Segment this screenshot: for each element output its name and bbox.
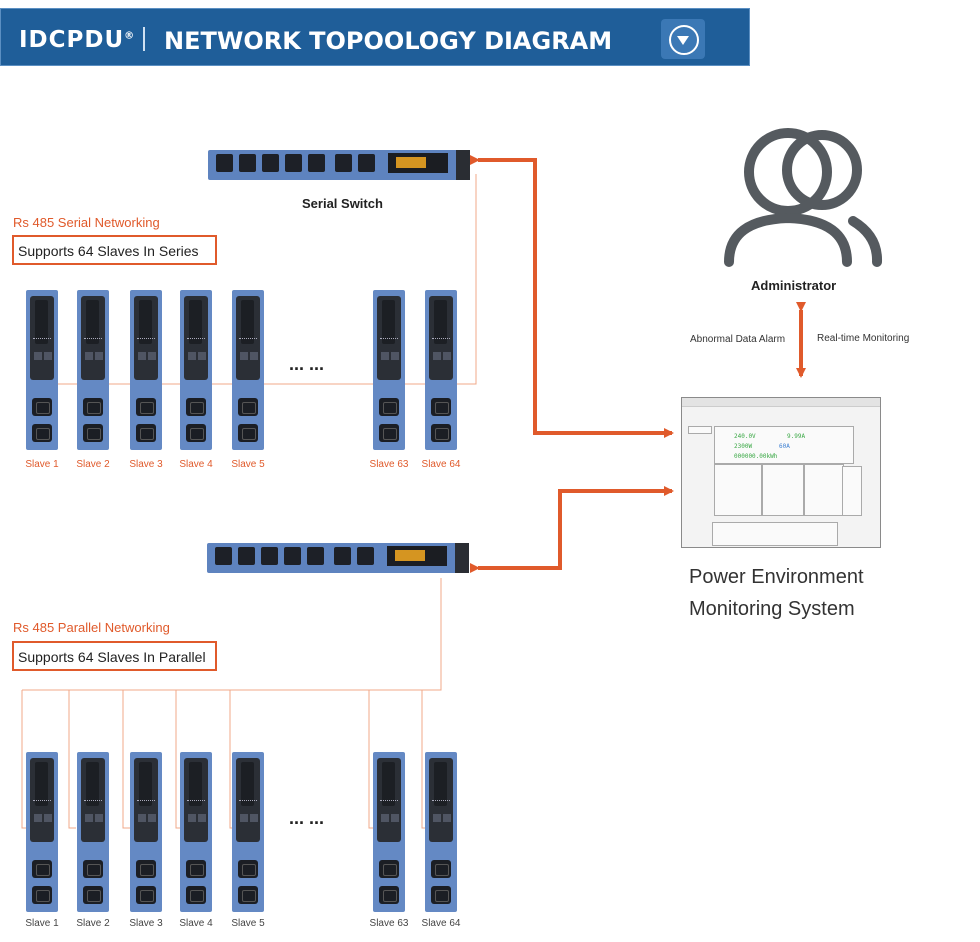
serial-slave-label: Slave 3 bbox=[129, 459, 163, 470]
serial-slave-pdu bbox=[425, 290, 457, 450]
system-title-line1: Power Environment bbox=[689, 566, 864, 588]
parallel-slave-label: Slave 5 bbox=[231, 918, 265, 929]
serial-slave-pdu bbox=[373, 290, 405, 450]
download-chevron-icon bbox=[669, 25, 699, 55]
parallel-to-system-arrow bbox=[470, 486, 674, 573]
monitoring-label: Real-time Monitoring bbox=[817, 333, 910, 344]
parallel-slave-pdu bbox=[130, 752, 162, 912]
current-readout: 9.99A bbox=[787, 433, 806, 440]
parallel-info-box: Supports 64 Slaves In Parallel bbox=[12, 641, 217, 671]
voltage-readout: 240.0V bbox=[734, 433, 756, 440]
peak-readout: 60A bbox=[779, 443, 790, 450]
banner-divider bbox=[143, 27, 145, 51]
power-readout: 2300W bbox=[734, 443, 753, 450]
parallel-slave-pdu bbox=[26, 752, 58, 912]
serial-to-system-arrow bbox=[470, 155, 674, 438]
serial-slave-pdu bbox=[232, 290, 264, 450]
serial-switch-pdu bbox=[208, 150, 470, 180]
parallel-slave-label: Slave 1 bbox=[25, 918, 59, 929]
parallel-slave-label: Slave 64 bbox=[421, 918, 461, 929]
parallel-switch-pdu bbox=[207, 543, 469, 573]
system-title-line2: Monitoring System bbox=[689, 598, 855, 620]
parallel-slave-pdu bbox=[425, 752, 457, 912]
download-button[interactable] bbox=[661, 19, 705, 59]
administrator-label: Administrator bbox=[751, 278, 837, 293]
serial-slave-label: Slave 63 bbox=[369, 459, 409, 470]
serial-ellipsis: ... ... bbox=[289, 354, 325, 374]
energy-readout: 000000.00kWh bbox=[734, 453, 778, 460]
serial-heading: Rs 485 Serial Networking bbox=[13, 215, 160, 230]
serial-slave-pdu bbox=[130, 290, 162, 450]
parallel-slave-label: Slave 3 bbox=[129, 918, 163, 929]
parallel-slave-pdu bbox=[77, 752, 109, 912]
serial-slave-label: Slave 5 bbox=[231, 459, 265, 470]
parallel-ellipsis: ... ... bbox=[289, 808, 325, 828]
page-title: NETWORK TOPOOLOGY DIAGRAM bbox=[164, 27, 613, 55]
administrator-users-icon bbox=[724, 128, 883, 267]
brand-logo: IDCPDU® bbox=[19, 27, 136, 53]
chevron-down-icon bbox=[677, 36, 689, 45]
serial-switch-label: Serial Switch bbox=[302, 196, 383, 211]
monitoring-software-window: 240.0V 9.99A 2300W 60A 000000.00kWh bbox=[681, 397, 881, 548]
parallel-slave-label: Slave 2 bbox=[76, 918, 110, 929]
parallel-slave-pdu bbox=[232, 752, 264, 912]
serial-slave-label: Slave 4 bbox=[179, 459, 213, 470]
parallel-heading: Rs 485 Parallel Networking bbox=[13, 620, 170, 635]
serial-slave-pdu bbox=[180, 290, 212, 450]
alarm-label: Abnormal Data Alarm bbox=[690, 334, 786, 345]
serial-slave-pdu bbox=[77, 290, 109, 450]
serial-slave-label: Slave 2 bbox=[76, 459, 110, 470]
serial-slave-label: Slave 1 bbox=[25, 459, 59, 470]
parallel-bus-line bbox=[22, 578, 442, 691]
parallel-slave-label: Slave 4 bbox=[179, 918, 213, 929]
header-banner: IDCPDU® NETWORK TOPOOLOGY DIAGRAM bbox=[0, 8, 750, 66]
serial-slave-label: Slave 64 bbox=[421, 459, 461, 470]
serial-slave-pdu bbox=[26, 290, 58, 450]
parallel-slave-label: Slave 63 bbox=[369, 918, 409, 929]
serial-info-box: Supports 64 Slaves In Series bbox=[12, 235, 217, 265]
parallel-slave-pdu bbox=[180, 752, 212, 912]
parallel-slave-pdu bbox=[373, 752, 405, 912]
